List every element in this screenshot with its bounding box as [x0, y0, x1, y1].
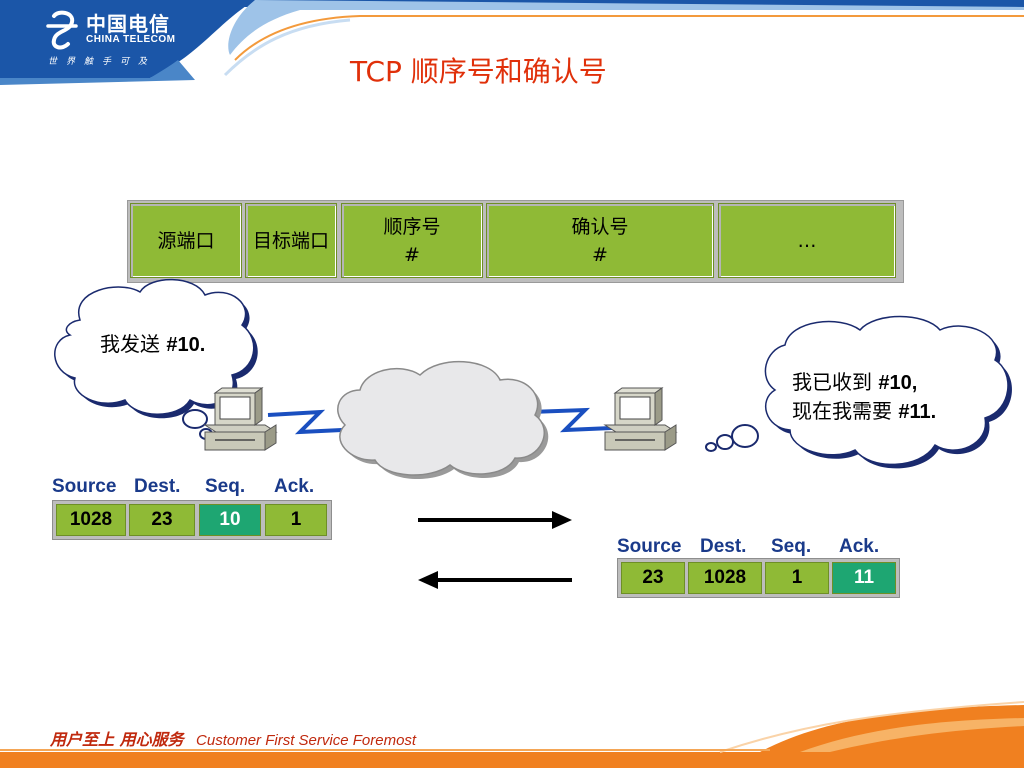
tcp-field-more: … — [718, 203, 896, 278]
segment-cell-dest: 1028 — [688, 562, 762, 594]
segment-cell-seq: 1 — [765, 562, 829, 594]
tcp-field-label: … — [797, 229, 817, 252]
footer-slogan-en: Customer First Service Foremost — [196, 732, 417, 749]
tcp-field-label: 目标端口 — [252, 229, 329, 252]
right-bubble-line2-cn: 现在我需要 — [792, 399, 892, 423]
segment-label-ack: Ack. — [274, 476, 315, 497]
footer-slogan: 用户至上 用心服务 Customer First Service Foremos… — [50, 726, 416, 750]
arrow-left-icon — [418, 571, 572, 589]
segment-cell-seq: 10 — [199, 504, 261, 536]
segment-label-dest: Dest. — [134, 476, 181, 497]
right-bubble-line2-num: #11. — [898, 401, 937, 423]
segment-label-seq: Seq. — [205, 476, 246, 497]
segment-cell-ack: 1 — [265, 504, 327, 536]
tcp-field-label: 顺序号 # — [383, 215, 441, 266]
china-telecom-logo-icon — [46, 10, 78, 50]
left-bubble-text: 我发送 #10. — [100, 330, 205, 359]
thought-bubble-icon — [54, 278, 258, 440]
segment-label-ack: Ack. — [839, 536, 880, 557]
arrow-right-icon — [418, 511, 572, 529]
footer-swoosh — [0, 701, 1024, 768]
computer-icon — [603, 387, 678, 451]
right-bubble-line1-cn: 我已收到 — [792, 370, 872, 394]
segment-label-source: Source — [617, 536, 682, 557]
tcp-field-seq-number: 顺序号 # — [341, 203, 483, 278]
thought-bubble-icon — [705, 315, 1012, 469]
left-bubble-cn: 我发送 — [100, 332, 160, 356]
right-bubble-line1: 我已收到 #10, — [792, 368, 936, 397]
computer-icon — [203, 387, 278, 451]
right-bubble-line2: 现在我需要 #11. — [792, 397, 936, 426]
tcp-field-ack-number: 确认号 # — [486, 203, 714, 278]
segment-cell-dest: 23 — [129, 504, 195, 536]
page-title: TCP 顺序号和确认号 — [350, 55, 607, 88]
segment-sent: 1028 23 10 1 — [52, 500, 332, 540]
header-banner — [0, 0, 1024, 85]
tcp-field-dest-port: 目标端口 — [245, 203, 337, 278]
segment-label-source: Source — [52, 476, 117, 497]
segment-label-seq: Seq. — [771, 536, 812, 557]
brand-tagline: 世界触手可及 — [48, 56, 157, 66]
segment-cell-source: 23 — [621, 562, 685, 594]
left-bubble-num: #10. — [166, 334, 206, 356]
segment-label-dest: Dest. — [700, 536, 747, 557]
segment-cell-source: 1028 — [56, 504, 126, 536]
brand-name-cn: 中国电信 — [86, 12, 170, 36]
footer-slogan-cn: 用户至上 用心服务 — [50, 730, 184, 749]
tcp-field-source-port: 源端口 — [130, 203, 242, 278]
right-bubble-line1-num: #10, — [878, 372, 918, 394]
right-bubble-text: 我已收到 #10, 现在我需要 #11. — [792, 368, 936, 426]
brand-name-en: CHINA TELECOM — [86, 34, 176, 45]
segment-reply: 23 1028 1 11 — [617, 558, 900, 598]
tcp-field-label: 源端口 — [157, 229, 215, 252]
tcp-field-label: 确认号 # — [571, 215, 629, 266]
segment-cell-ack: 11 — [832, 562, 896, 594]
china-telecom-logo: 中国电信 CHINA TELECOM 世界触手可及 — [40, 8, 190, 74]
network-cloud-icon — [337, 360, 549, 480]
